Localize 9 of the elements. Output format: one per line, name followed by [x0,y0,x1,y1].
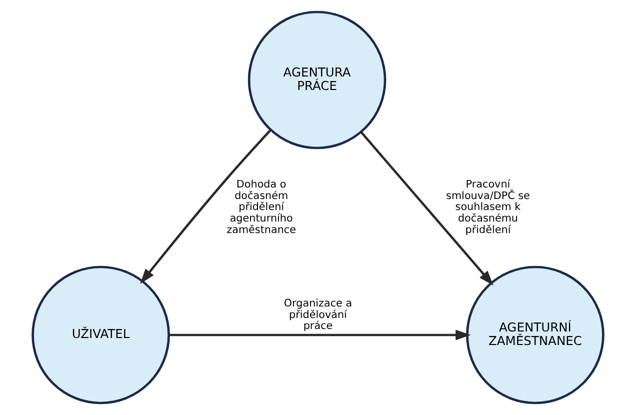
node-circle: AGENTURA PRÁCE [248,10,386,150]
edge-label: Dohoda o dočasném přidělení agenturního zaměstnance [226,178,296,236]
arrow [168,330,471,340]
arrow [140,129,272,284]
node-circle: UŽIVATEL [32,266,170,404]
arrow [360,131,494,286]
node-circle: AGENTURNÍ ZAMĚSTNANEC [466,266,604,404]
edge-label: Organizace a přidělování práce [284,297,352,332]
edge-label: Pracovní smlouva/DPČ se souhlasem k dočasnému přidělení [446,178,530,236]
